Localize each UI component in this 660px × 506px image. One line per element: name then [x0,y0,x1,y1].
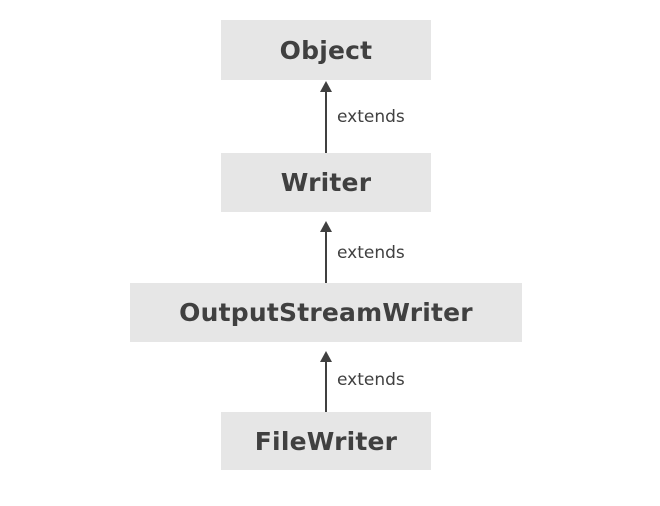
edge-label: extends [337,243,405,263]
edge-line [325,91,327,153]
edge-label: extends [337,370,405,390]
class-node-label: OutputStreamWriter [179,298,473,327]
class-node-label: Object [279,35,373,65]
arrowhead-icon [320,351,332,362]
class-node-label: Writer [280,168,372,197]
edge-line [325,361,327,412]
class-node-label: FileWriter [254,426,398,456]
arrowhead-icon [320,221,332,232]
class-node-writer: Writer [221,153,431,212]
class-node-filewriter: FileWriter [221,412,431,470]
class-node-outputstreamwriter: OutputStreamWriter [130,283,522,342]
arrowhead-icon [320,81,332,92]
edge-label: extends [337,107,405,127]
class-node-object: Object [221,20,431,80]
edge-line [325,231,327,283]
